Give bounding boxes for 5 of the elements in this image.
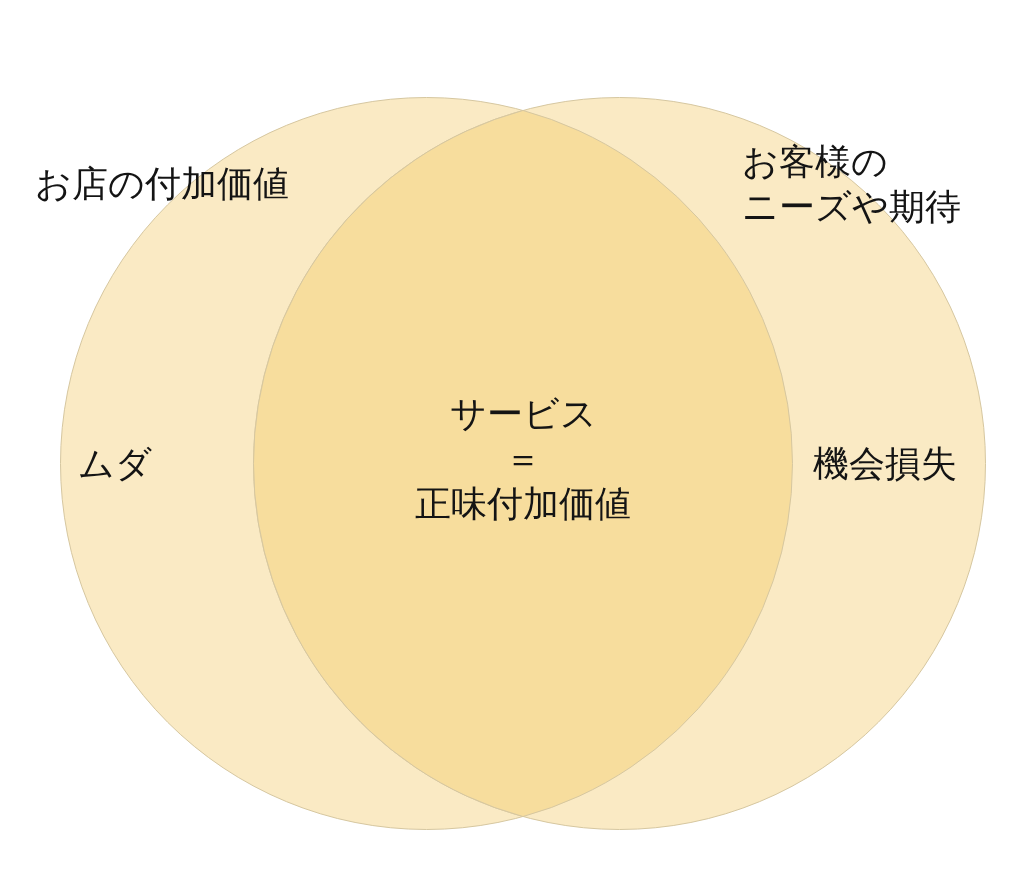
overlap-label: サービス＝正味付加価値 xyxy=(414,392,632,526)
region-label: 機会損失 xyxy=(813,442,957,486)
set-label: お店の付加価値 xyxy=(35,162,289,206)
region-label: ムダ xyxy=(78,442,152,486)
set-label: お客様のニーズや期待 xyxy=(742,140,961,229)
